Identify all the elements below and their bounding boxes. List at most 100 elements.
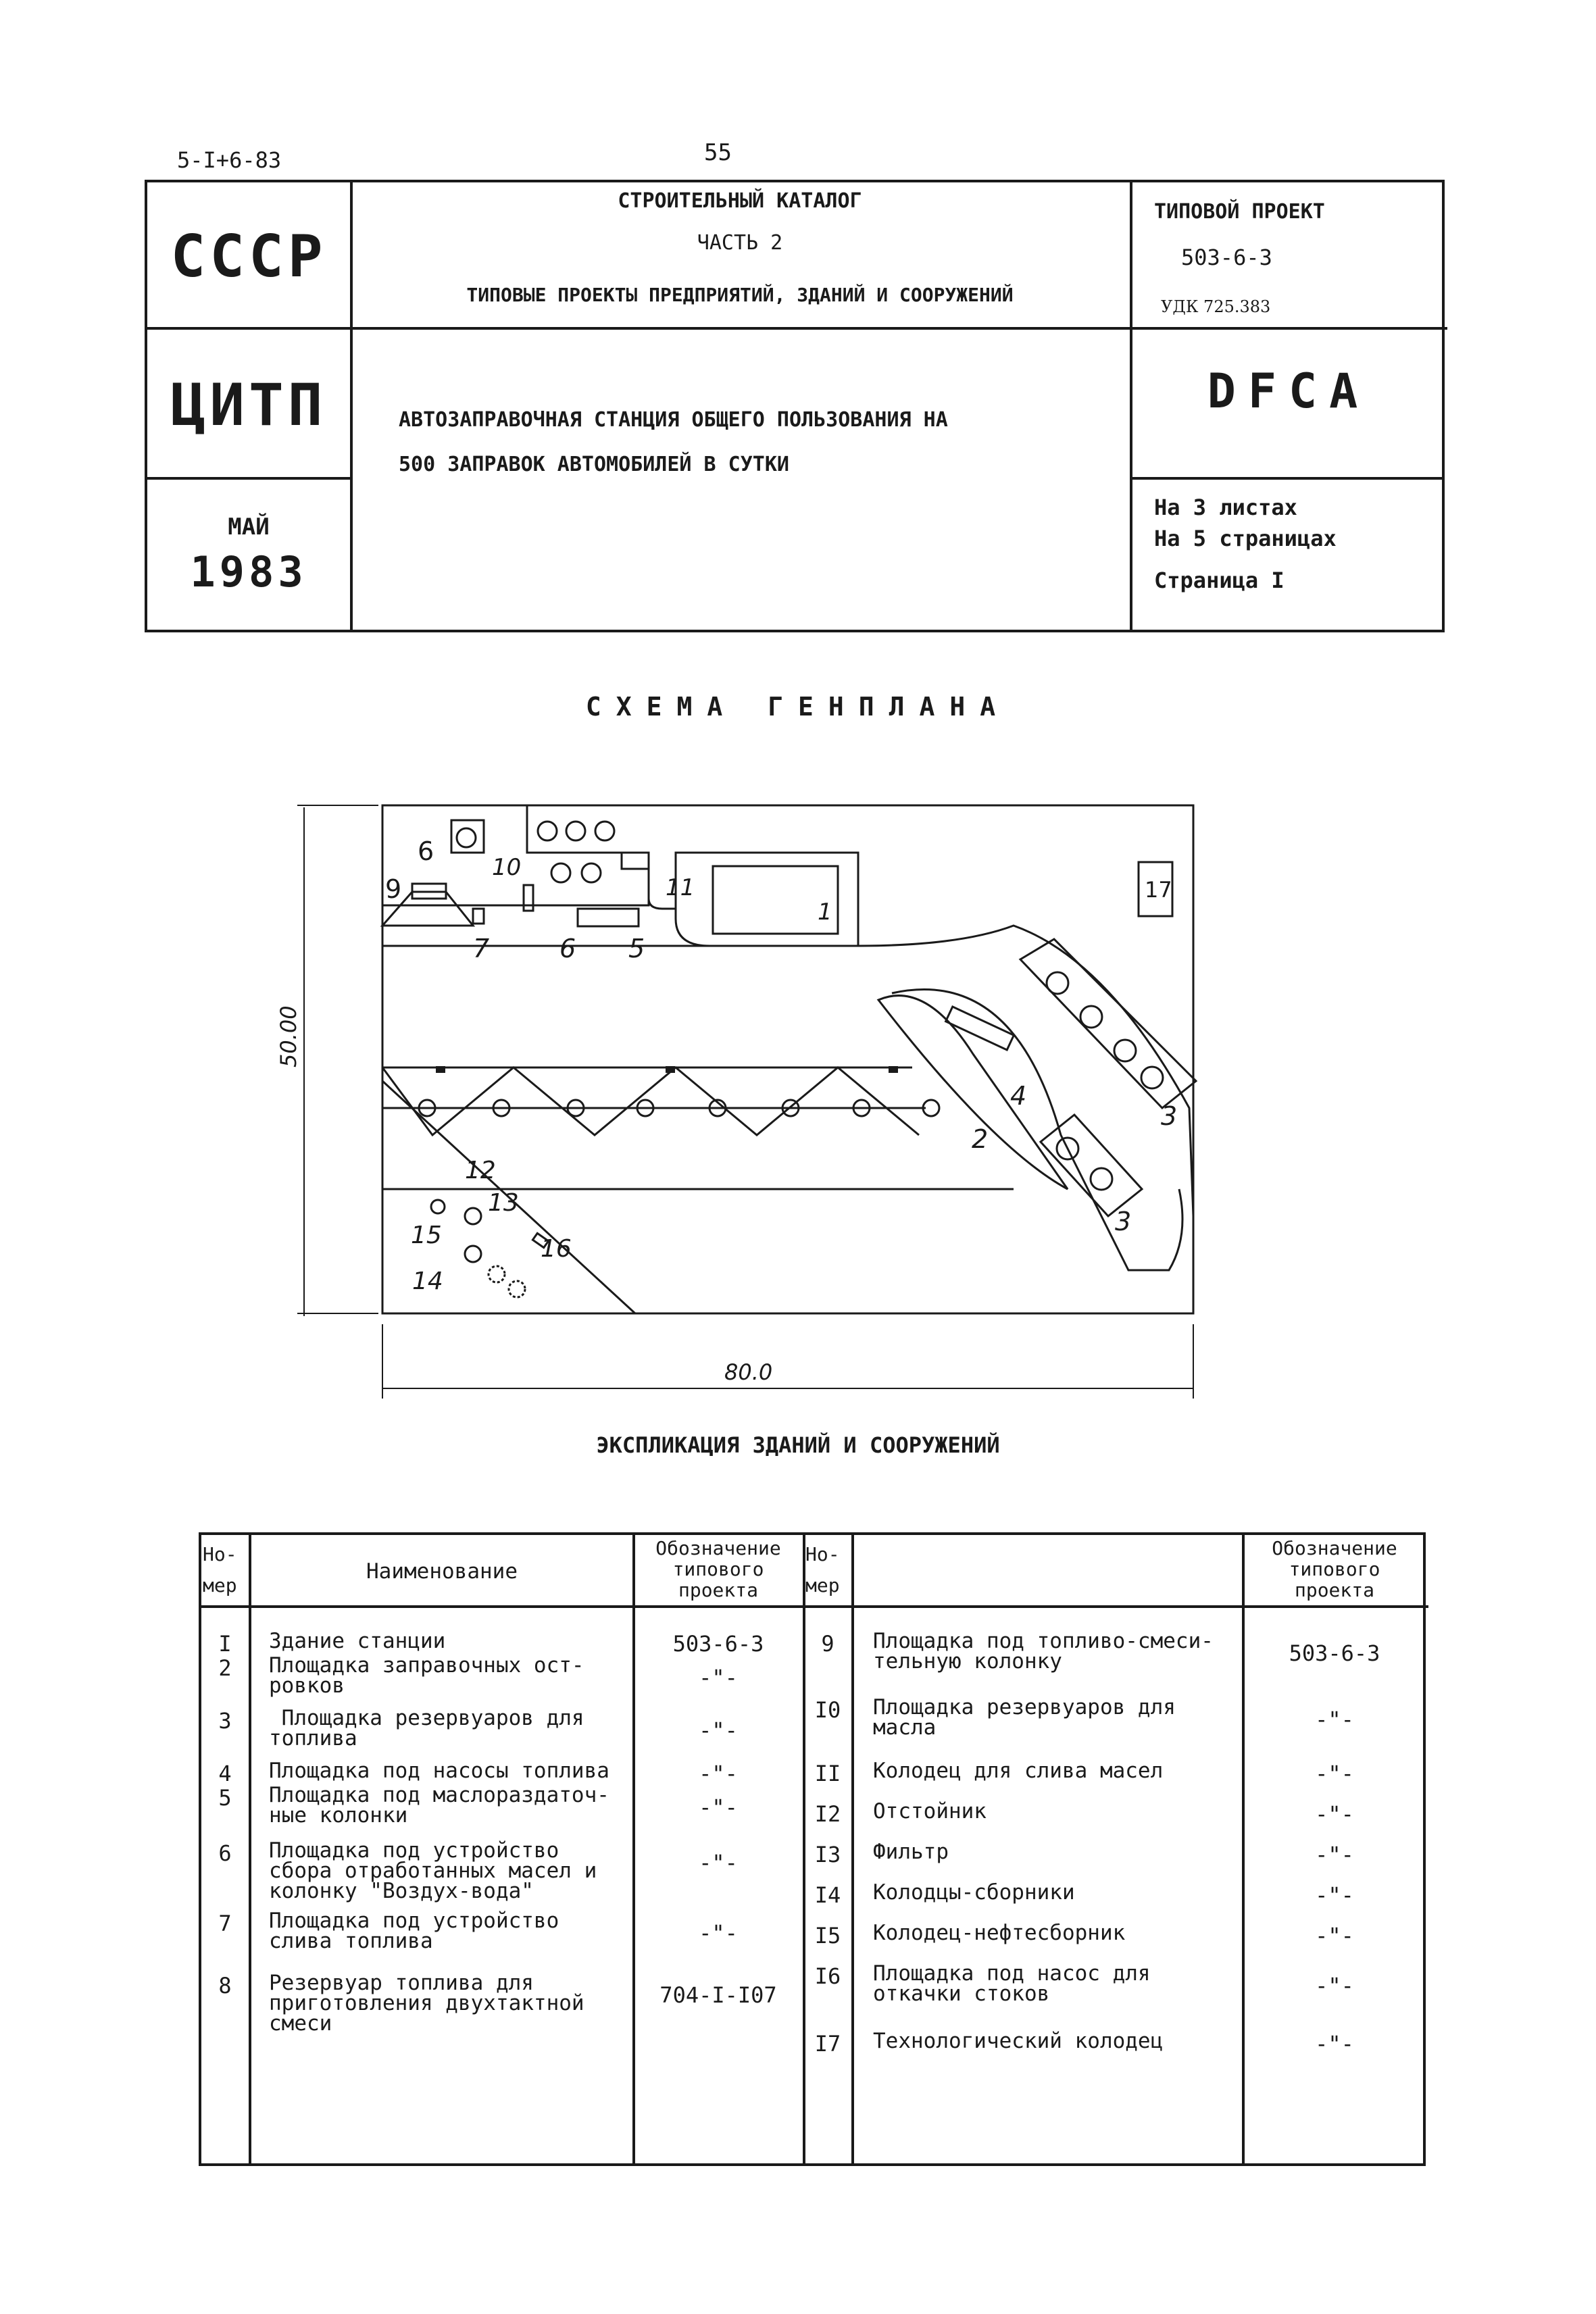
row-number: 6 [218, 1840, 232, 1866]
plan-label-13: 13 [488, 1189, 519, 1217]
row-number: 3 [218, 1708, 232, 1734]
description-line-1: АВТОЗАПРАВОЧНАЯ СТАНЦИЯ ОБЩЕГО ПОЛЬЗОВАН… [399, 408, 948, 432]
row-name: Технологический колодец [873, 2029, 1164, 2053]
plan-label-8: 6 [418, 836, 434, 866]
row-name: Площадка под устройство сбора отработанн… [269, 1838, 597, 1903]
catalog-part: ЧАСТЬ 2 [697, 231, 783, 255]
well-17 [1137, 861, 1174, 917]
row-code: -"- [1315, 1973, 1354, 1998]
row-name: Площадка под насос для откачки стоков [873, 1961, 1151, 2006]
description-line-2: 500 ЗАПРАВОК АВТОМОБИЛЕЙ В СУТКИ [399, 453, 789, 476]
row-name: Площадка под топливо-смеси- тельную коло… [873, 1629, 1214, 1674]
plan-label-15: 15 [411, 1222, 442, 1249]
row-name: Площадка под насосы топлива [269, 1759, 609, 1783]
pad-7 [472, 907, 485, 925]
year-label: 1983 [190, 547, 307, 597]
plan-label-6: 6 [559, 934, 576, 963]
row-name: Отстойник [873, 1799, 987, 1823]
row-name: Колодец-нефтесборник [873, 1921, 1126, 1945]
project-label: ТИПОВОЙ ПРОЕКТ [1154, 200, 1325, 224]
station-building [712, 865, 839, 935]
explication-table: Но- мер Наименование Обозначение типовог… [199, 1532, 1428, 2166]
row-code: 503-6-3 [672, 1631, 764, 1657]
tank-pad-3b [1039, 1113, 1144, 1218]
udk-code: УДК 725.383 [1161, 297, 1271, 316]
plan-label-3b: 3 [1115, 1207, 1132, 1236]
row-code: -"- [1315, 1842, 1354, 1867]
row-code: -"- [1315, 1882, 1354, 1908]
dimension-width: 80.0 [724, 1359, 773, 1385]
row-name: Здание станции [269, 1629, 446, 1653]
plan-label-16: 16 [541, 1235, 572, 1263]
header-code-left: Обозначение типового проекта [655, 1537, 781, 1601]
row-code: 704-I-I07 [659, 1982, 777, 2008]
row-number: I5 [814, 1923, 841, 1948]
row-code: -"- [699, 1850, 738, 1876]
row-name: Фильтр [873, 1840, 949, 1864]
row-code: -"- [1315, 1761, 1354, 1786]
header-name-left: Наименование [366, 1559, 518, 1584]
scheme-title: СХЕМА ГЕНПЛАНА [585, 692, 1011, 722]
tank-8 [450, 819, 485, 854]
row-name: Резервуар топлива для приготовления двух… [269, 1971, 584, 2036]
header-number-left: Но- мер [203, 1543, 237, 1596]
pumps-4 [944, 1005, 1016, 1051]
catalog-subtitle: ТИПОВЫЕ ПРОЕКТЫ ПРЕДПРИЯТИЙ, ЗДАНИЙ И СО… [466, 284, 1014, 306]
row-number: 2 [218, 1655, 232, 1681]
page-number: 55 [704, 139, 732, 166]
row-number: I3 [814, 1842, 841, 1867]
country-label: СССР [170, 223, 327, 291]
plan-label-11: 11 [666, 874, 695, 901]
row-code: -"- [699, 1717, 738, 1743]
header-code-right: Обозначение типового проекта [1272, 1537, 1397, 1601]
pages-count: На 5 страницах [1154, 526, 1337, 551]
plan-label-7: 7 [473, 934, 490, 963]
row-name: Площадка под устройство слива топлива [269, 1909, 559, 1953]
plan-label-5: 5 [628, 934, 645, 963]
site-boundary [381, 804, 1195, 1315]
project-code: 503-6-3 [1181, 245, 1272, 270]
row-number: I7 [814, 2031, 841, 2057]
row-number: 5 [218, 1785, 232, 1811]
month-label: МАЙ [228, 513, 270, 540]
plan-label-9: 9 [385, 874, 402, 904]
row-name: Колодец для слива масел [873, 1759, 1164, 1783]
plan-label-4: 4 [1010, 1081, 1027, 1111]
row-number: I2 [814, 1801, 841, 1827]
plan-label-10: 10 [492, 854, 522, 881]
explication-title: ЭКСПЛИКАЦИЯ ЗДАНИЙ И СООРУЖЕНИЙ [596, 1432, 1000, 1458]
pad-5 [576, 907, 640, 928]
row-code: -"- [1315, 1923, 1354, 1948]
row-number: I6 [814, 1963, 841, 1989]
header-number-right: Но- мер [805, 1543, 840, 1596]
row-number: II [814, 1761, 841, 1786]
org-label: ЦИТП [170, 372, 327, 439]
title-block: СССР ЦИТП МАЙ 1983 СТРОИТЕЛЬНЫЙ КАТАЛОГ … [145, 180, 1447, 632]
row-code: -"- [699, 1665, 738, 1690]
row-number: I4 [814, 1882, 841, 1908]
plan-label-14: 14 [412, 1267, 443, 1295]
current-page: Страница I [1154, 568, 1285, 593]
row-number: 4 [218, 1761, 232, 1786]
row-code: -"- [1315, 1801, 1354, 1827]
document-code: 5-I+6-83 [177, 147, 282, 173]
row-name: Площадка резервуаров для топлива [269, 1706, 584, 1751]
row-code: -"- [1315, 2031, 1354, 2057]
row-code: -"- [699, 1761, 738, 1786]
row-number: I0 [814, 1697, 841, 1723]
catalog-title: СТРОИТЕЛЬНЫЙ КАТАЛОГ [618, 189, 862, 213]
row-name: Колодцы-сборники [873, 1880, 1075, 1905]
plan-label-2: 2 [972, 1124, 989, 1154]
plan-label-3a: 3 [1161, 1101, 1178, 1131]
plan-label-1: 1 [818, 899, 832, 926]
index-code: DFCA [1207, 363, 1370, 419]
tank-pad-3a [1018, 938, 1198, 1110]
row-code: -"- [699, 1920, 738, 1946]
plan-label-12: 12 [465, 1157, 496, 1184]
row-number: I [218, 1631, 232, 1657]
plan-label-17: 17 [1145, 877, 1172, 903]
row-code: 503-6-3 [1289, 1640, 1380, 1666]
row-code: -"- [699, 1794, 738, 1820]
row-name: Площадка под маслораздаточ- ные колонки [269, 1783, 609, 1828]
